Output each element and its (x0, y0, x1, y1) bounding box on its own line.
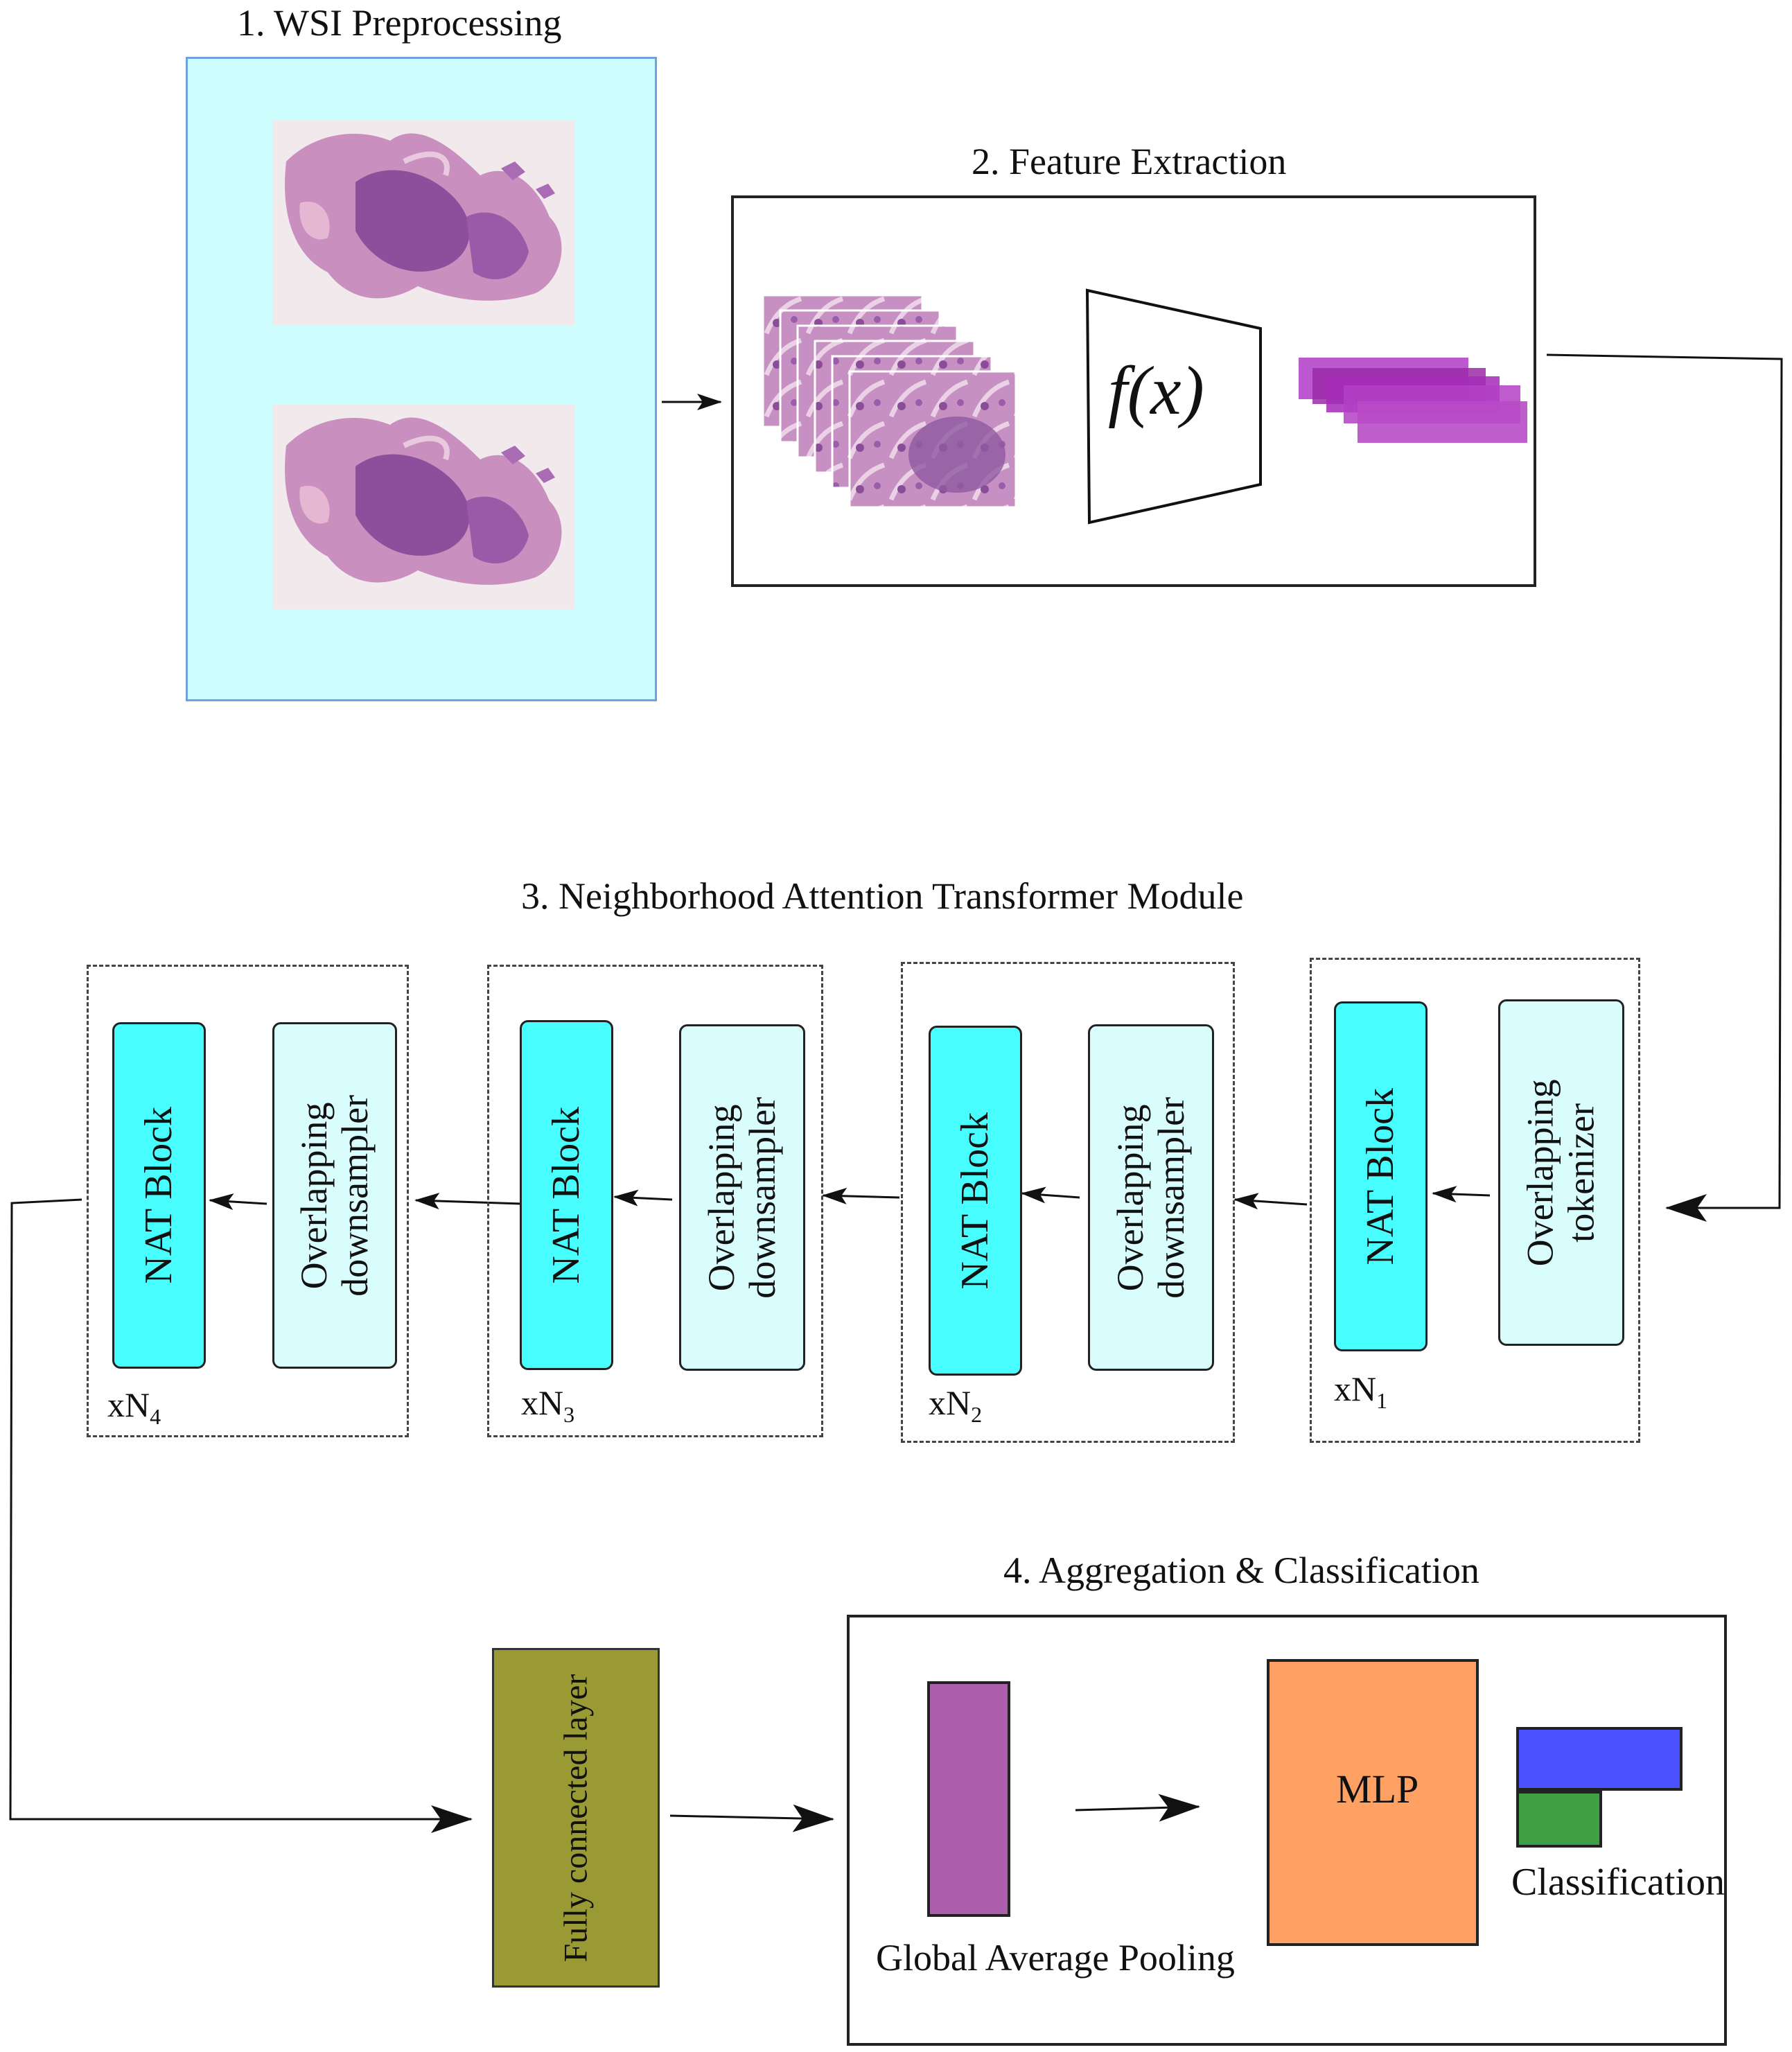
nat-block-4: NAT Block (112, 1022, 206, 1369)
aggregation-panel: Global Average Pooling MLP Classificatio… (847, 1615, 1727, 2046)
classification-bar-green (1516, 1791, 1602, 1848)
arrow-down3-to-nat3 (613, 1189, 673, 1207)
wsi-slide-image (272, 404, 574, 609)
nat-stage-1 (1310, 958, 1640, 1443)
feature-extraction-panel: f(x) (731, 195, 1536, 587)
nat-block-2: NAT Block (929, 1026, 1022, 1376)
stage2-title: 2. Feature Extraction (972, 141, 1287, 182)
repeat-label-4: xN4 (107, 1385, 161, 1429)
overlap-label-line1: Overlapping (292, 1102, 335, 1289)
nat-block-label: NAT Block (544, 1106, 588, 1284)
arrow-down2-to-nat2 (1021, 1186, 1080, 1204)
classification-bar-blue (1516, 1727, 1683, 1791)
arrow-features-to-nat (1546, 353, 1783, 1222)
overlap-label-line2: downsampler (741, 1096, 783, 1299)
classification-label: Classification (1511, 1861, 1725, 1904)
fully-connected-layer: Fully connected layer (492, 1648, 660, 1988)
global-average-pooling-bar (927, 1681, 1010, 1917)
nat-block-label: NAT Block (1358, 1087, 1402, 1265)
feature-vectors-image (1299, 358, 1527, 443)
gap-label: Global Average Pooling (876, 1937, 1235, 1979)
arrow-down4-to-nat4 (209, 1193, 267, 1211)
encoder-trapezoid (1085, 288, 1262, 525)
overlap-label-line1: Overlapping (700, 1104, 742, 1291)
overlap-label-line2: tokenizer (1561, 1103, 1603, 1243)
arrow-fc-to-aggregation (669, 1804, 834, 1832)
arrow-tokenizer-to-nat1 (1432, 1186, 1491, 1203)
repeat-label-2: xN2 (929, 1383, 983, 1427)
overlap-label-line1: Overlapping (1109, 1104, 1151, 1291)
wsi-slide-image (272, 120, 574, 325)
overlap-label-line2: downsampler (1150, 1096, 1192, 1299)
nat-block-label: NAT Block (953, 1112, 996, 1290)
arrow-stage1-to-stage2 (1233, 1193, 1308, 1210)
nat-stage-3 (487, 965, 823, 1437)
nat-block-1: NAT Block (1334, 1001, 1428, 1351)
fc-label: Fully connected layer (557, 1674, 595, 1962)
arrow-stage3-to-stage4 (414, 1193, 522, 1210)
overlap-label-line2: downsampler (334, 1094, 376, 1297)
patch-stack-image (763, 295, 1017, 509)
mlp-label: MLP (1336, 1766, 1419, 1812)
nat-stage-2 (901, 962, 1235, 1443)
encoder-label: f(x) (1108, 352, 1204, 429)
wsi-panel (186, 57, 657, 701)
nat-block-3: NAT Block (520, 1020, 613, 1370)
arrow-stage2-to-stage3 (822, 1187, 900, 1204)
repeat-label-1: xN1 (1334, 1369, 1388, 1413)
overlap-label-line1: Overlapping (1519, 1079, 1561, 1266)
nat-stage-4 (87, 965, 409, 1437)
arrow-gap-to-mlp (1075, 1794, 1200, 1822)
arrow-nat-to-fc (9, 1198, 473, 1833)
mlp-block: MLP (1267, 1659, 1479, 1946)
nat-block-label: NAT Block (137, 1107, 180, 1284)
stage3-title: 3. Neighborhood Attention Transformer Mo… (521, 875, 1244, 917)
repeat-label-3: xN3 (521, 1383, 575, 1427)
stage1-title: 1. WSI Preprocessing (237, 2, 562, 44)
stage4-title: 4. Aggregation & Classification (1003, 1550, 1479, 1591)
